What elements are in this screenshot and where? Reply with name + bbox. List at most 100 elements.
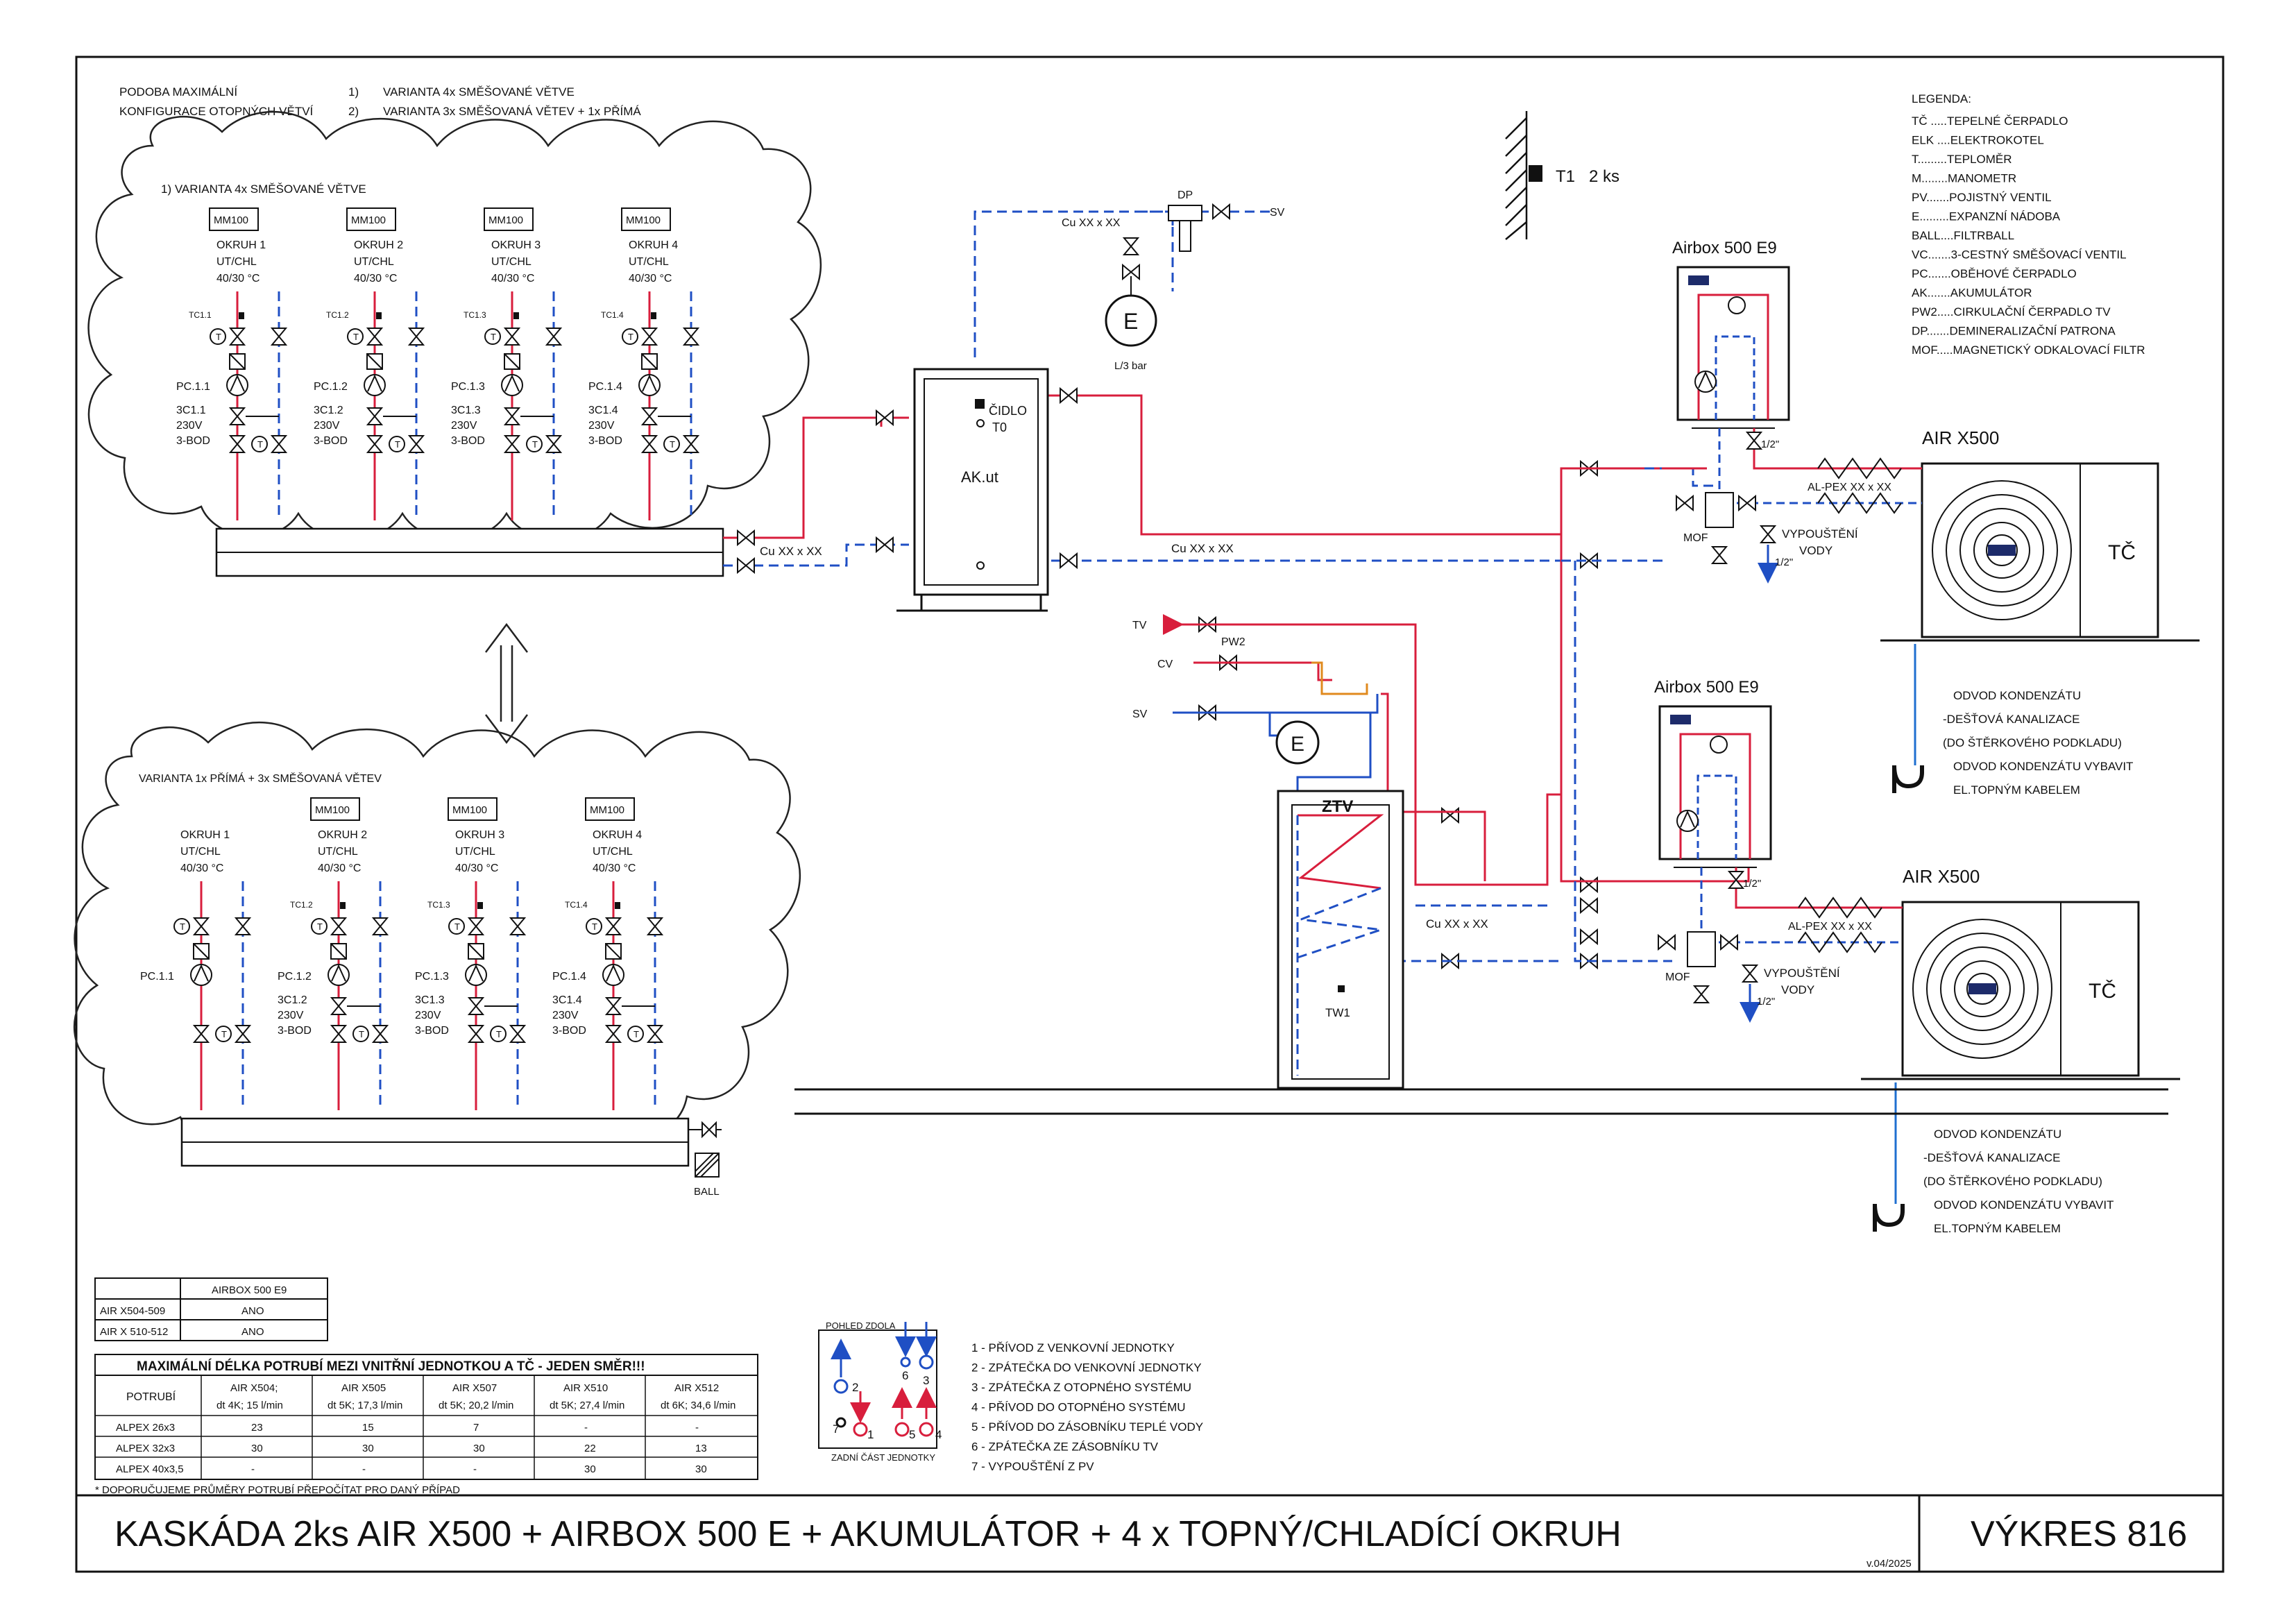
mixing-valve-label: 3C1.1 (176, 405, 206, 416)
circuit-mode: UT/CHL (629, 256, 669, 268)
condensate-label: -DEŠŤOVÁ KANALIZACE (1923, 1151, 2060, 1164)
ball-valve-icon (737, 556, 755, 575)
heat-pump-label: AIR X500 (1922, 427, 1999, 448)
dhw-tank (1277, 790, 1404, 1089)
circuit-mode: UT/CHL (180, 846, 221, 858)
pipe-table-col-model: AIR X505 (341, 1382, 386, 1394)
pipe-table-cell: 30 (362, 1443, 374, 1454)
ball-valve-icon (330, 917, 348, 935)
ball-valve-icon (876, 409, 894, 427)
ball-valve-icon (407, 328, 425, 346)
ball-valve-icon (1727, 871, 1745, 889)
ball-label: BALL (694, 1186, 720, 1198)
heat-pump-label: AIR X500 (1903, 866, 1980, 887)
drawing-frame (75, 56, 2225, 1573)
footer-title: KASKÁDA 2ks AIR X500 + AIRBOX 500 E + AK… (114, 1514, 1622, 1554)
temp-sensor-label: TC1.4 (565, 900, 588, 910)
circulation-pump-icon (602, 964, 624, 986)
pump-label: PC.1.3 (451, 381, 485, 393)
ball-valve-icon (1580, 928, 1598, 946)
variant-1-number: 1) (348, 85, 359, 99)
mixing-valve-type: 3-BOD (451, 435, 485, 447)
ball-valve-icon (1580, 876, 1598, 894)
mm100-module (209, 207, 259, 231)
mixing-valve-label: 3C1.4 (552, 994, 582, 1006)
connection-number: 4 (935, 1428, 942, 1441)
mixing-valve-icon (503, 407, 521, 425)
svg-text:T: T (628, 332, 633, 342)
mm100-module (448, 797, 498, 821)
pipe-table-col-flow: dt 4K; 15 l/min (216, 1400, 283, 1411)
connection-number: 1 (867, 1428, 874, 1441)
ball-valve-icon (1060, 552, 1078, 570)
dhw-expansion-label: E (1291, 733, 1304, 756)
circulation-pump-icon (190, 964, 212, 986)
legend-item: DP.......DEMINERALIZAČNÍ PATRONA (1912, 325, 2116, 338)
connection-number: 3 (923, 1374, 929, 1387)
ball-valve-icon (366, 435, 384, 453)
ball-valve-icon (1441, 806, 1459, 824)
svg-text:T: T (633, 1029, 639, 1039)
mm100-label: MM100 (488, 214, 523, 226)
svg-text:T: T (180, 921, 185, 932)
ball-valve-icon (640, 328, 658, 346)
ball-valve-icon (366, 328, 384, 346)
ball-valve-icon (467, 1025, 485, 1043)
compat-value: ANO (241, 1326, 264, 1338)
thermometer-icon: T (347, 328, 364, 345)
mm100-module (585, 797, 635, 821)
variant-2-label: VARIANTA 3x SMĚŠOVANÁ VĚTEV + 1x PŘÍMÁ (383, 105, 641, 118)
manifold2-valve (701, 1121, 717, 1139)
heat-pump-logo (1968, 983, 1996, 994)
outdoor-sensor (1529, 165, 1542, 182)
ball-valve-icon (467, 917, 485, 935)
airbox-indoor-unit (1658, 705, 1772, 860)
mixing-valve-label: 3C1.2 (314, 405, 343, 416)
condensate-label: ODVOD KONDENZÁTU VYBAVIT (1934, 1198, 2114, 1212)
pipe-table-cell: 30 (251, 1443, 263, 1454)
airbox-pump-icon (1694, 371, 1717, 393)
circuit-name: OKRUH 2 (354, 239, 403, 251)
mm100-module (310, 797, 360, 821)
heat-pump-tc-label: TČ (2089, 979, 2116, 1003)
filterball (695, 1153, 720, 1178)
drain-size-label: 1/2" (1757, 996, 1775, 1008)
circulation-pump-icon (328, 964, 350, 986)
thermometer-icon: T (352, 1026, 369, 1042)
connection-port (919, 1354, 934, 1370)
tank-label: AK.ut (961, 468, 998, 486)
drain-label-2: VODY (1781, 983, 1814, 996)
mixing-valve-icon (467, 997, 485, 1015)
circulation-pump-icon (364, 374, 386, 396)
mixing-valve-icon (640, 407, 658, 425)
pump-label: PC.1.2 (278, 971, 312, 983)
expansion-vessel (1105, 276, 1157, 347)
circulation-pump-icon (638, 374, 661, 396)
drain-label-2: VODY (1799, 544, 1832, 557)
thermometer-icon: T (526, 436, 543, 452)
thermometer-icon: T (586, 918, 602, 935)
mixing-valve-label: 3C1.2 (278, 994, 307, 1006)
circuit-name: OKRUH 3 (455, 829, 504, 841)
pump-label: PC.1.3 (415, 971, 449, 983)
pipe-table-cell: - (584, 1422, 588, 1434)
circuit-temp: 40/30 °C (354, 273, 397, 284)
main-pipe-label: Cu XX x XX (760, 545, 822, 558)
mm100-label: MM100 (590, 804, 624, 816)
mixing-valve-type: 3-BOD (588, 435, 622, 447)
dhw-expansion (1275, 720, 1320, 765)
temp-sensor-label: TC1.1 (189, 310, 212, 320)
drain-valve-icon (1741, 965, 1759, 983)
ball-valve-icon (1658, 933, 1676, 951)
thermometer-icon: T (311, 918, 328, 935)
condensate-label: -DEŠŤOVÁ KANALIZACE (1943, 713, 2080, 726)
ball-valve-icon (330, 1025, 348, 1043)
temp-sensor-label: TC1.2 (290, 900, 313, 910)
ball-valve-icon (1738, 494, 1756, 512)
mixing-valve-icon (228, 407, 246, 425)
